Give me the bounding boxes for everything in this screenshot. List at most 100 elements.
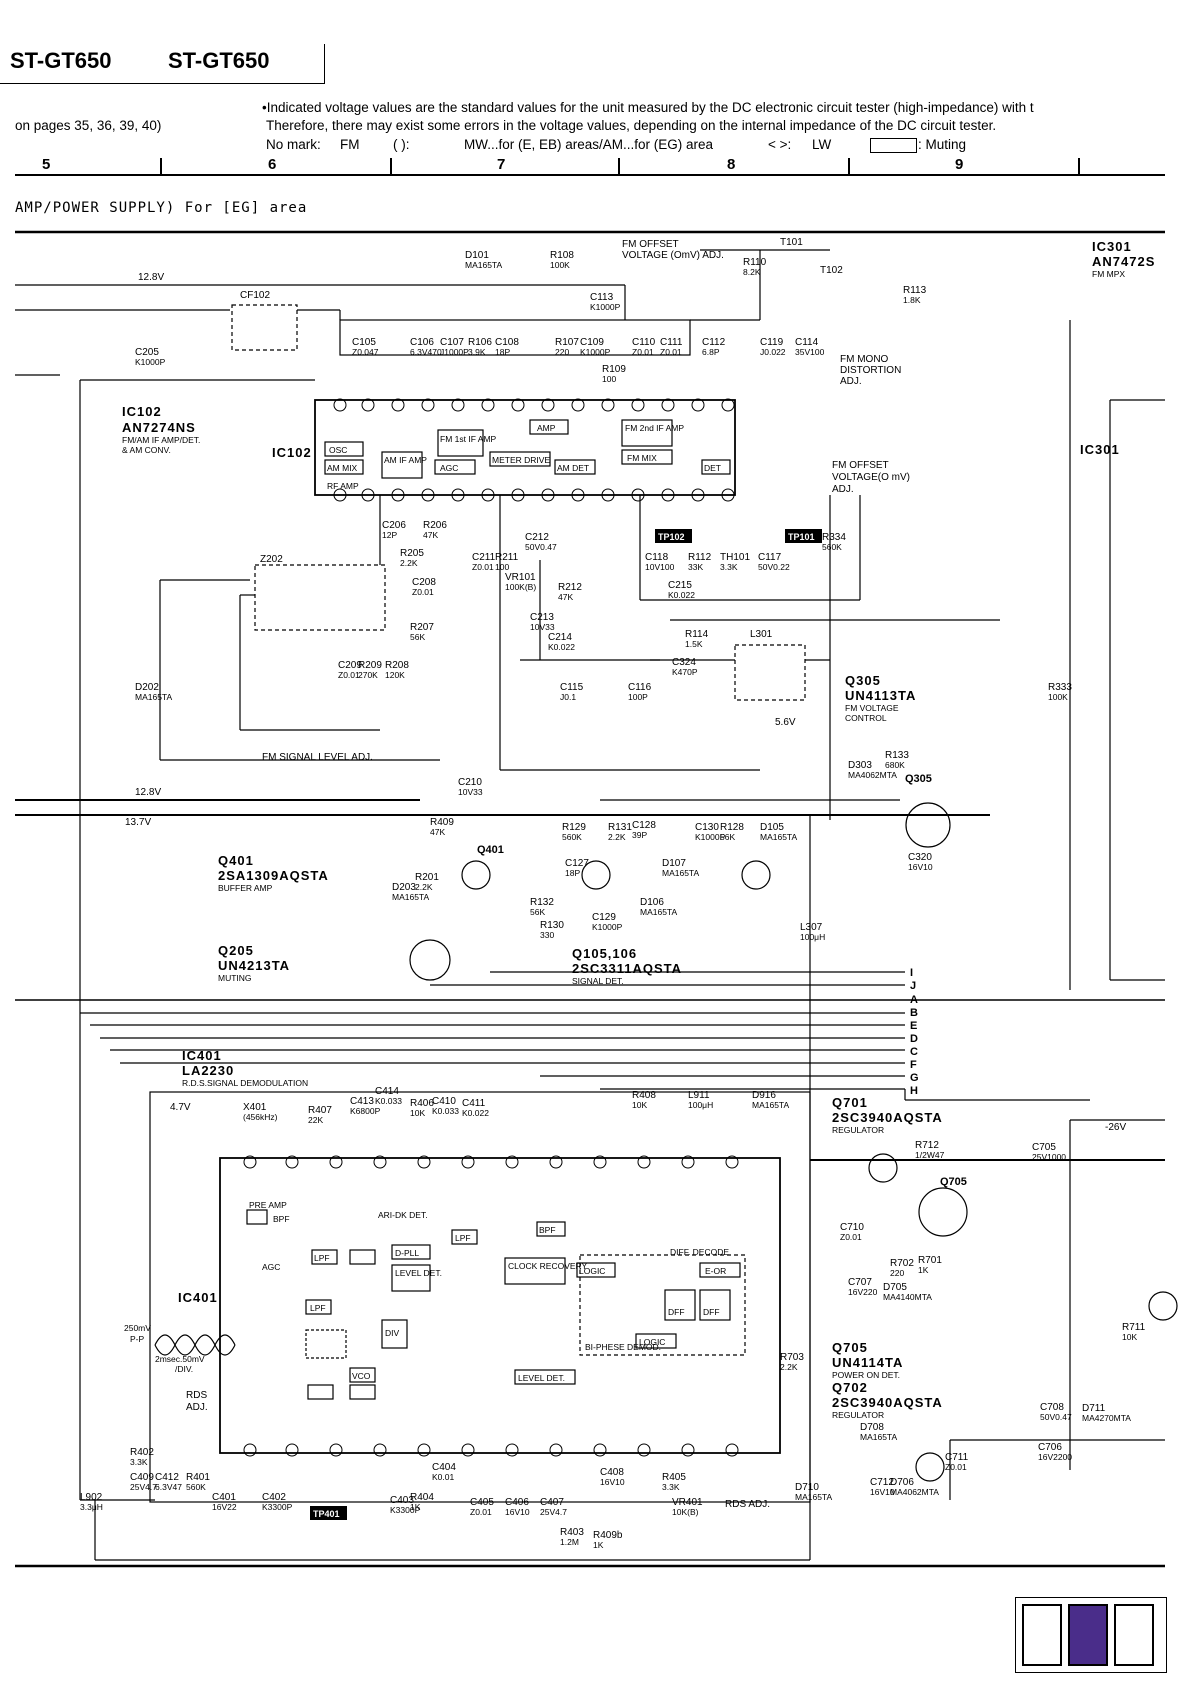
block-label: LOGIC (639, 1337, 665, 1347)
annotation: DISTORTION (840, 365, 901, 376)
component-ref: R112 (688, 552, 712, 563)
component-value: 100μH (800, 932, 825, 942)
component-value: 16V10 (600, 1477, 625, 1487)
ruler-tick-4 (848, 158, 850, 174)
component-ref: R132 (530, 897, 554, 908)
block-label: LPF (455, 1233, 471, 1243)
component-value: 10K (410, 1108, 425, 1118)
connector-pin: H (910, 1085, 918, 1097)
component-ref: R130 (540, 920, 564, 931)
component-value: 18P (565, 868, 580, 878)
component-value: 3.3μH (80, 1502, 103, 1512)
annotation: FM OFFSET (832, 460, 889, 471)
component-ref: C129 (592, 912, 616, 923)
model-title-right: ST-GT650 (168, 48, 270, 73)
component-value: (456kHz) (243, 1112, 278, 1122)
q105-part: 2SC3311AQSTA (572, 961, 682, 976)
component-value: 2.2K (608, 832, 626, 842)
component-ref: R402 (130, 1447, 154, 1458)
component-ref: C115 (560, 682, 584, 693)
page-thumb-2[interactable] (1068, 1604, 1108, 1666)
component-ref: R703 (780, 1352, 804, 1363)
q701-ref: Q701 (832, 1095, 868, 1110)
component-ref: R110 (743, 257, 767, 268)
component-value: MA165TA (662, 868, 699, 878)
ic301-part: AN7472S (1092, 254, 1155, 269)
component-value: 56K (530, 907, 545, 917)
component-value: 270K (358, 670, 378, 680)
component-ref: C711 (945, 1452, 969, 1463)
component-ref: R208 (385, 660, 409, 671)
component-ref: C403 (390, 1495, 414, 1506)
q305-desc1: FM VOLTAGE (845, 703, 899, 713)
component-value: MA165TA (392, 892, 429, 902)
component-value: 16V10 (505, 1507, 530, 1517)
block-label: D-PLL (395, 1248, 419, 1258)
block-label: LEVEL DET. (518, 1373, 565, 1383)
component-value: J0.022 (760, 347, 786, 357)
component-ref: R407 (308, 1105, 332, 1116)
ic401-ref: IC401 (182, 1048, 222, 1063)
connector-pin: G (910, 1072, 919, 1084)
annotation: VOLTAGE (OmV) ADJ. (622, 250, 724, 261)
component-ref: R109 (602, 364, 626, 375)
section-title: AMP/POWER SUPPLY) For [EG] area (15, 200, 308, 216)
component-ref: TH101 (720, 552, 750, 563)
component-ref: R701 (918, 1255, 942, 1266)
block-label: LOGIC (579, 1266, 605, 1276)
annotation: ADJ. (832, 484, 854, 495)
thumb-frame (1015, 1597, 1167, 1673)
component-value: 39P (632, 830, 647, 840)
q105-desc: SIGNAL DET. (572, 976, 624, 986)
q305-inline: Q305 (905, 773, 932, 785)
ic102-desc2: & AM CONV. (122, 445, 171, 455)
annotation: ADJ. (840, 376, 862, 387)
component-value: MA165TA (760, 832, 797, 842)
component-ref: C406 (505, 1497, 529, 1508)
component-value: 10K (1122, 1332, 1137, 1342)
component-value: Z0.01 (412, 587, 434, 597)
q205-part: UN4213TA (218, 958, 290, 973)
component-value: K0.022 (462, 1108, 489, 1118)
component-value: 50V0.47 (1040, 1412, 1072, 1422)
ic301-ref: IC301 (1092, 239, 1132, 254)
q305-desc2: CONTROL (845, 713, 887, 723)
component-value: 6.3V470 (410, 347, 442, 357)
annotation: VOLTAGE(O mV) (832, 472, 910, 483)
page-thumb-1[interactable] (1022, 1604, 1062, 1666)
component-value: 2.2K (415, 882, 433, 892)
component-value: 680K (885, 760, 905, 770)
component-value: 12P (382, 530, 397, 540)
component-ref: C708 (1040, 1402, 1064, 1413)
component-ref: C402 (262, 1492, 286, 1503)
column-ruler (15, 174, 1165, 176)
block-label: DIV (385, 1328, 400, 1338)
ic102-inline-ref: IC102 (272, 445, 312, 460)
connector-pin: E (910, 1020, 917, 1032)
component-value: 1.2M (560, 1537, 579, 1547)
header-box-border (0, 83, 325, 84)
component-ref: C712 (870, 1477, 894, 1488)
component-ref: C411 (462, 1098, 486, 1109)
component-ref: C212 (525, 532, 549, 543)
block-label: FM MIX (627, 453, 657, 463)
component-value: K1000P (592, 922, 623, 932)
component-value: 18P (495, 347, 510, 357)
component-ref: X401 (243, 1102, 267, 1113)
component-ref: D101 (465, 250, 489, 261)
annotation: FM MONO (840, 354, 889, 365)
connector-pin: B (910, 1007, 918, 1019)
component-ref: VR101 (505, 572, 536, 583)
annotation: RDS (186, 1390, 207, 1401)
component-ref: C409 (130, 1472, 154, 1483)
component-value: MA165TA (640, 907, 677, 917)
component-value: 100 (602, 374, 616, 384)
model-title-left: ST-GT650 (10, 48, 112, 73)
component-value: 56K (410, 632, 425, 642)
component-ref: R409 (430, 817, 454, 828)
rail-voltage: -26V (1105, 1122, 1126, 1133)
component-value: Z0.047 (352, 347, 379, 357)
q705-inline: Q705 (940, 1176, 967, 1188)
page-thumb-3[interactable] (1114, 1604, 1154, 1666)
